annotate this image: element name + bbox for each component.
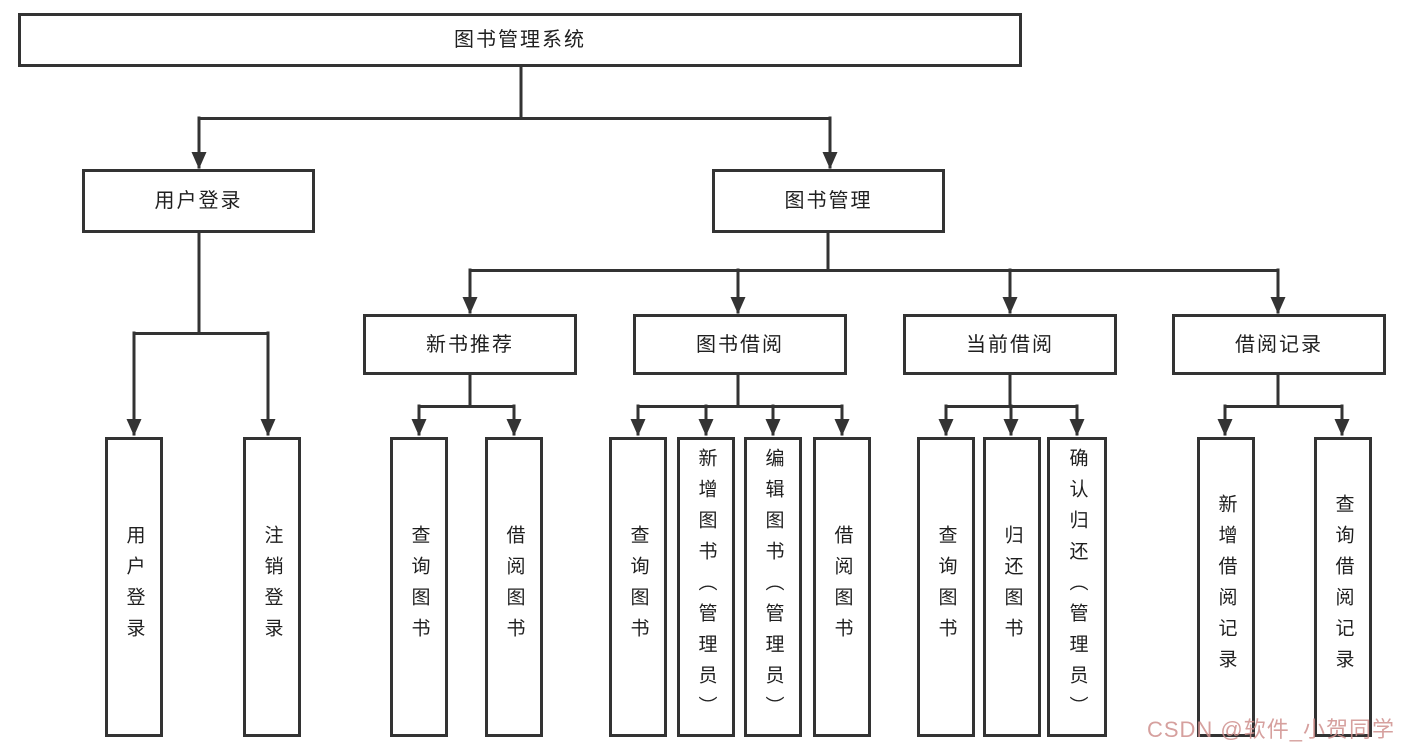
node-book-management: 图书管理	[712, 169, 945, 233]
leaf-borrow-books-2-label: 借阅图书	[831, 525, 853, 649]
node-current-borrow: 当前借阅	[903, 314, 1117, 375]
leaf-query-books-2-label: 查询图书	[627, 525, 649, 649]
leaf-query-books-3: 查询图书	[917, 437, 975, 737]
leaf-return-books-label: 归还图书	[1001, 525, 1023, 649]
leaf-logout: 注销登录	[243, 437, 301, 737]
leaf-logout-label: 注销登录	[261, 525, 283, 649]
leaf-borrow-books-2: 借阅图书	[813, 437, 871, 737]
node-new-book-recommend: 新书推荐	[363, 314, 577, 375]
leaf-borrow-books-1: 借阅图书	[485, 437, 543, 737]
leaf-edit-books-admin-label: 编辑图书（管理员）	[762, 447, 784, 727]
node-root-label: 图书管理系统	[454, 29, 586, 51]
leaf-add-books-admin-label: 新增图书（管理员）	[695, 447, 717, 727]
node-book-borrow: 图书借阅	[633, 314, 847, 375]
leaf-user-login-label: 用户登录	[123, 525, 145, 649]
node-new-book-recommend-label: 新书推荐	[426, 333, 514, 356]
leaf-confirm-return-admin: 确认归还（管理员）	[1047, 437, 1107, 737]
node-root: 图书管理系统	[18, 13, 1022, 67]
node-borrow-records: 借阅记录	[1172, 314, 1386, 375]
node-borrow-records-label: 借阅记录	[1235, 333, 1323, 356]
node-current-borrow-label: 当前借阅	[966, 333, 1054, 356]
leaf-return-books: 归还图书	[983, 437, 1041, 737]
csdn-watermark: CSDN @软件_小贺同学	[1146, 717, 1395, 742]
leaf-query-books-2: 查询图书	[609, 437, 667, 737]
leaf-query-borrow-record: 查询借阅记录	[1314, 437, 1372, 737]
leaf-add-borrow-record-label: 新增借阅记录	[1215, 494, 1237, 680]
leaf-add-borrow-record: 新增借阅记录	[1197, 437, 1255, 737]
leaf-query-books-1-label: 查询图书	[408, 525, 430, 649]
leaf-user-login: 用户登录	[105, 437, 163, 737]
leaf-add-books-admin: 新增图书（管理员）	[677, 437, 735, 737]
leaf-query-borrow-record-label: 查询借阅记录	[1332, 494, 1354, 680]
leaf-query-books-3-label: 查询图书	[935, 525, 957, 649]
node-user-login-label: 用户登录	[154, 190, 243, 212]
node-user-login: 用户登录	[82, 169, 315, 233]
leaf-edit-books-admin: 编辑图书（管理员）	[744, 437, 802, 737]
node-book-borrow-label: 图书借阅	[696, 333, 784, 356]
leaf-confirm-return-admin-label: 确认归还（管理员）	[1066, 447, 1088, 727]
node-book-management-label: 图书管理	[784, 190, 873, 212]
leaf-borrow-books-1-label: 借阅图书	[503, 525, 525, 649]
leaf-query-books-1: 查询图书	[390, 437, 448, 737]
